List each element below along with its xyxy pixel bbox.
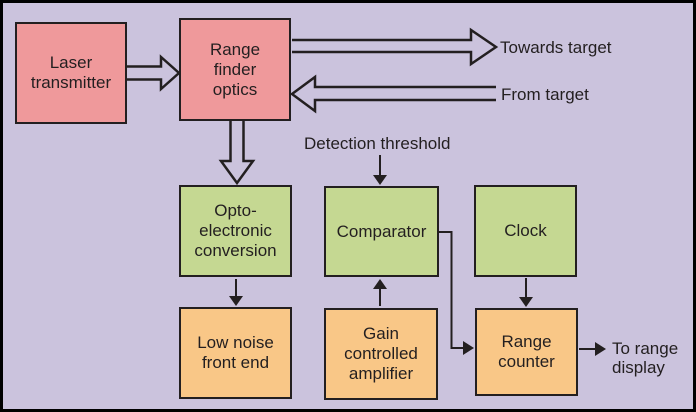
node-laser-transmitter: Laser transmitter <box>15 22 127 124</box>
label-towards-target: Towards target <box>500 38 612 57</box>
block-arrow-optics-to-opto <box>218 120 256 186</box>
block-arrow-from-target <box>289 74 496 114</box>
block-arrow-laser-to-optics <box>127 54 181 92</box>
arrow-detection-threshold-to-comparator <box>373 155 387 185</box>
arrow-comparator-to-counter <box>439 231 474 355</box>
label-detection-threshold: Detection threshold <box>304 134 451 153</box>
block-arrow-towards-target <box>292 27 499 67</box>
node-low-noise-front-end: Low noise front end <box>179 307 292 399</box>
node-range-counter: Range counter <box>475 308 578 396</box>
node-range-finder-optics: Range finder optics <box>179 18 291 121</box>
arrow-counter-to-display <box>579 342 606 356</box>
node-clock: Clock <box>474 185 577 277</box>
node-opto-electronic-conversion: Opto- electronic conversion <box>179 185 292 277</box>
arrow-clock-to-counter <box>519 278 533 307</box>
node-gain-controlled-amplifier: Gain controlled amplifier <box>324 308 438 400</box>
label-from-target: From target <box>501 85 589 104</box>
arrow-opto-to-lownoise <box>229 279 243 306</box>
label-to-range-display: To range display <box>612 339 679 377</box>
node-comparator: Comparator <box>324 186 439 277</box>
arrow-gain-to-comparator <box>373 279 387 306</box>
